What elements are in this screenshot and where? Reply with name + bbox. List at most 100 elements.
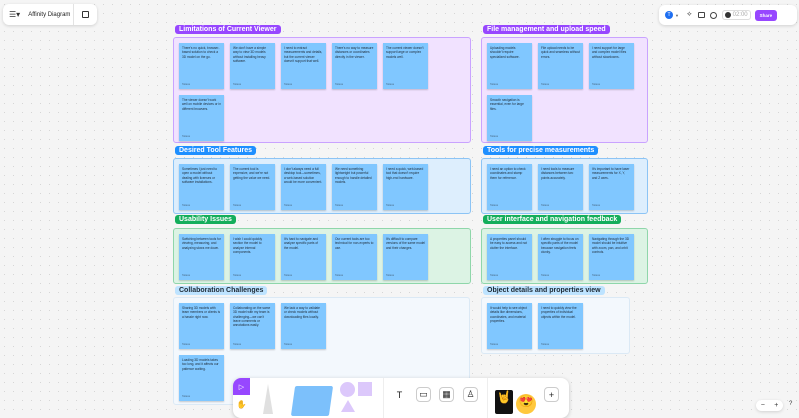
sticky-note[interactable]: I need tools to measure distances betwee… bbox=[538, 164, 583, 210]
board-title[interactable]: Affinity Diagram bbox=[28, 11, 71, 18]
sticky-note[interactable]: I need support for large and complex mod… bbox=[589, 43, 634, 89]
text-tool[interactable]: T bbox=[392, 387, 407, 402]
divider bbox=[73, 4, 74, 25]
sticky-text: Sometimes I just need to open a model wi… bbox=[182, 167, 218, 184]
sticky-text: We lack a way to validate or check model… bbox=[284, 306, 320, 319]
table-tool[interactable]: ▦ bbox=[439, 387, 454, 402]
section-title[interactable]: Object details and properties view bbox=[483, 286, 605, 295]
sticky-note[interactable]: We don't have a simple way to view 3D mo… bbox=[230, 43, 275, 89]
section-title[interactable]: Desired Tool Features bbox=[175, 146, 257, 155]
sticky-note[interactable]: I need a quick, web-based tool that does… bbox=[383, 164, 428, 210]
zoom-out-button[interactable]: − bbox=[760, 402, 765, 409]
sticky-note-tool[interactable] bbox=[290, 386, 334, 416]
sticky-note[interactable]: I often struggle to focus on specific pa… bbox=[538, 234, 583, 280]
sticky-author: Tatiana bbox=[386, 82, 395, 86]
sticky-text: Collaborating on the same 3D model with … bbox=[233, 306, 271, 328]
sticky-note[interactable]: Collaborating on the same 3D model with … bbox=[230, 303, 275, 349]
sticky-note[interactable]: There's no way to measure distances or c… bbox=[332, 43, 377, 89]
sticky-text: Loading 3D models takes too long, and it… bbox=[182, 358, 219, 371]
sticky-text: It's important to have laser measurement… bbox=[592, 167, 630, 180]
sticky-note[interactable]: The current viewer doesn't support large… bbox=[383, 43, 428, 89]
sticky-note[interactable]: It's hard to navigate and analyze specif… bbox=[281, 234, 326, 280]
sticky-text: I need to quickly view the properties of… bbox=[541, 306, 577, 319]
sticky-text: Our current tools are too technical for … bbox=[335, 237, 374, 250]
sticky-note[interactable]: I don't always need a full desktop tool—… bbox=[281, 164, 326, 210]
more-tools-button[interactable]: + bbox=[544, 387, 559, 402]
comment-icon[interactable] bbox=[709, 11, 717, 19]
sticky-note[interactable]: File upload needs to be quick and seamle… bbox=[538, 43, 583, 89]
sticky-text: Switching between tools for viewing, mea… bbox=[182, 237, 221, 250]
sticky-author: Tatiana bbox=[182, 394, 191, 398]
sticky-text: It's hard to navigate and analyze specif… bbox=[284, 237, 319, 250]
sticky-text: File upload needs to be quick and seamle… bbox=[541, 46, 580, 59]
sticky-author: Tatiana bbox=[233, 342, 242, 346]
sticky-note[interactable]: Sometimes I just need to open a model wi… bbox=[179, 164, 224, 210]
sticky-author: Tatiana bbox=[233, 273, 242, 277]
sticky-text: I need a quick, web-based tool that does… bbox=[386, 167, 424, 180]
section-tool[interactable]: ▭ bbox=[416, 387, 431, 402]
sticky-note[interactable]: Loading 3D models takes too long, and it… bbox=[179, 355, 224, 401]
sticky-note[interactable]: There's no quick, browser-based solution… bbox=[179, 43, 224, 89]
section-title[interactable]: Limitations of Current Viewer bbox=[175, 25, 281, 34]
stamp-tool[interactable]: ♙ bbox=[463, 387, 478, 402]
timer-value: 02:00 bbox=[732, 12, 748, 18]
section-title[interactable]: Tools for precise measurements bbox=[483, 146, 599, 155]
section-title[interactable]: User interface and navigation feedback bbox=[483, 215, 622, 224]
sticky-note[interactable]: The current tool is expensive, and we're… bbox=[230, 164, 275, 210]
sticky-author: Tatiana bbox=[182, 342, 191, 346]
sticky-note[interactable]: It's important to have laser measurement… bbox=[589, 164, 634, 210]
sticky-text: Navigating through the 3D model should b… bbox=[592, 237, 630, 254]
sticky-note[interactable]: Switching between tools for viewing, mea… bbox=[179, 234, 224, 280]
section-title[interactable]: Usability Issues bbox=[175, 215, 236, 224]
triangle-shape-icon bbox=[341, 400, 355, 412]
sticky-note[interactable]: Sharing 3D models with team members or c… bbox=[179, 303, 224, 349]
section-title[interactable]: File management and upload speed bbox=[483, 25, 610, 34]
sticky-author: Tatiana bbox=[182, 203, 191, 207]
sticky-note[interactable]: Uploading models shouldn't require speci… bbox=[487, 43, 532, 89]
file-menu-panel: ☰▾ Affinity Diagram bbox=[3, 4, 97, 25]
sticky-note[interactable]: We need something lightweight but powerf… bbox=[332, 164, 377, 210]
divider bbox=[383, 378, 384, 418]
timer-button[interactable]: 02:00 bbox=[721, 10, 751, 20]
sticky-note[interactable]: I need to extract measurements and detai… bbox=[281, 43, 326, 89]
layers-icon[interactable] bbox=[82, 11, 89, 18]
ai-tools-icon[interactable]: ⟡ bbox=[686, 11, 692, 18]
sticky-text: Sharing 3D models with team members or c… bbox=[182, 306, 221, 319]
sticky-note[interactable]: A properties panel should be easy to acc… bbox=[487, 234, 532, 280]
avatar[interactable]: T bbox=[665, 11, 673, 19]
sticky-author: Tatiana bbox=[284, 203, 293, 207]
sticky-note[interactable]: I wish I could quickly section the model… bbox=[230, 234, 275, 280]
chevron-down-icon[interactable]: ▼ bbox=[675, 12, 679, 18]
help-button[interactable]: ? bbox=[789, 401, 793, 407]
sticky-note[interactable]: I need an option to check coordinates an… bbox=[487, 164, 532, 210]
sticky-note[interactable]: Smooth navigation is essential, even for… bbox=[487, 95, 532, 141]
sticky-note[interactable]: We lack a way to validate or check model… bbox=[281, 303, 326, 349]
sticky-text: The current tool is expensive, and we're… bbox=[233, 167, 271, 180]
select-tool[interactable]: ▷ bbox=[233, 378, 250, 395]
zoom-in-button[interactable]: + bbox=[774, 402, 779, 409]
sticky-text: There's no way to measure distances or c… bbox=[335, 46, 374, 59]
section-title[interactable]: Collaboration Challenges bbox=[175, 286, 268, 295]
timer-icon bbox=[724, 12, 731, 18]
sticky-author: Tatiana bbox=[182, 134, 191, 138]
sticky-text: A properties panel should be easy to acc… bbox=[490, 237, 528, 250]
sticky-author: Tatiana bbox=[182, 273, 191, 277]
sticky-note[interactable]: Our current tools are too technical for … bbox=[332, 234, 377, 280]
menu-icon[interactable]: ☰▾ bbox=[9, 10, 21, 19]
sticker-rock-icon[interactable]: 🤘 bbox=[495, 390, 513, 414]
sticky-note[interactable]: Navigating through the 3D model should b… bbox=[589, 234, 634, 280]
share-button[interactable]: Share bbox=[754, 9, 778, 21]
sticky-author: Tatiana bbox=[541, 342, 550, 346]
sticky-note[interactable]: The viewer doesn't work well on mobile d… bbox=[179, 95, 224, 141]
hand-tool[interactable]: ✋ bbox=[236, 400, 247, 409]
sticker-heart-eyes-icon[interactable]: 😍 bbox=[516, 394, 536, 414]
sticky-author: Tatiana bbox=[335, 273, 344, 277]
sticky-author: Tatiana bbox=[490, 342, 499, 346]
table-view-icon[interactable] bbox=[697, 12, 705, 18]
shapes-tool[interactable] bbox=[340, 382, 380, 416]
sticky-note[interactable]: It's difficult to compare versions of th… bbox=[383, 234, 428, 280]
pen-tool[interactable] bbox=[263, 384, 273, 414]
sticky-author: Tatiana bbox=[386, 273, 395, 277]
sticky-note[interactable]: I need to quickly view the properties of… bbox=[538, 303, 583, 349]
sticky-note[interactable]: It would help to see object details like… bbox=[487, 303, 532, 349]
